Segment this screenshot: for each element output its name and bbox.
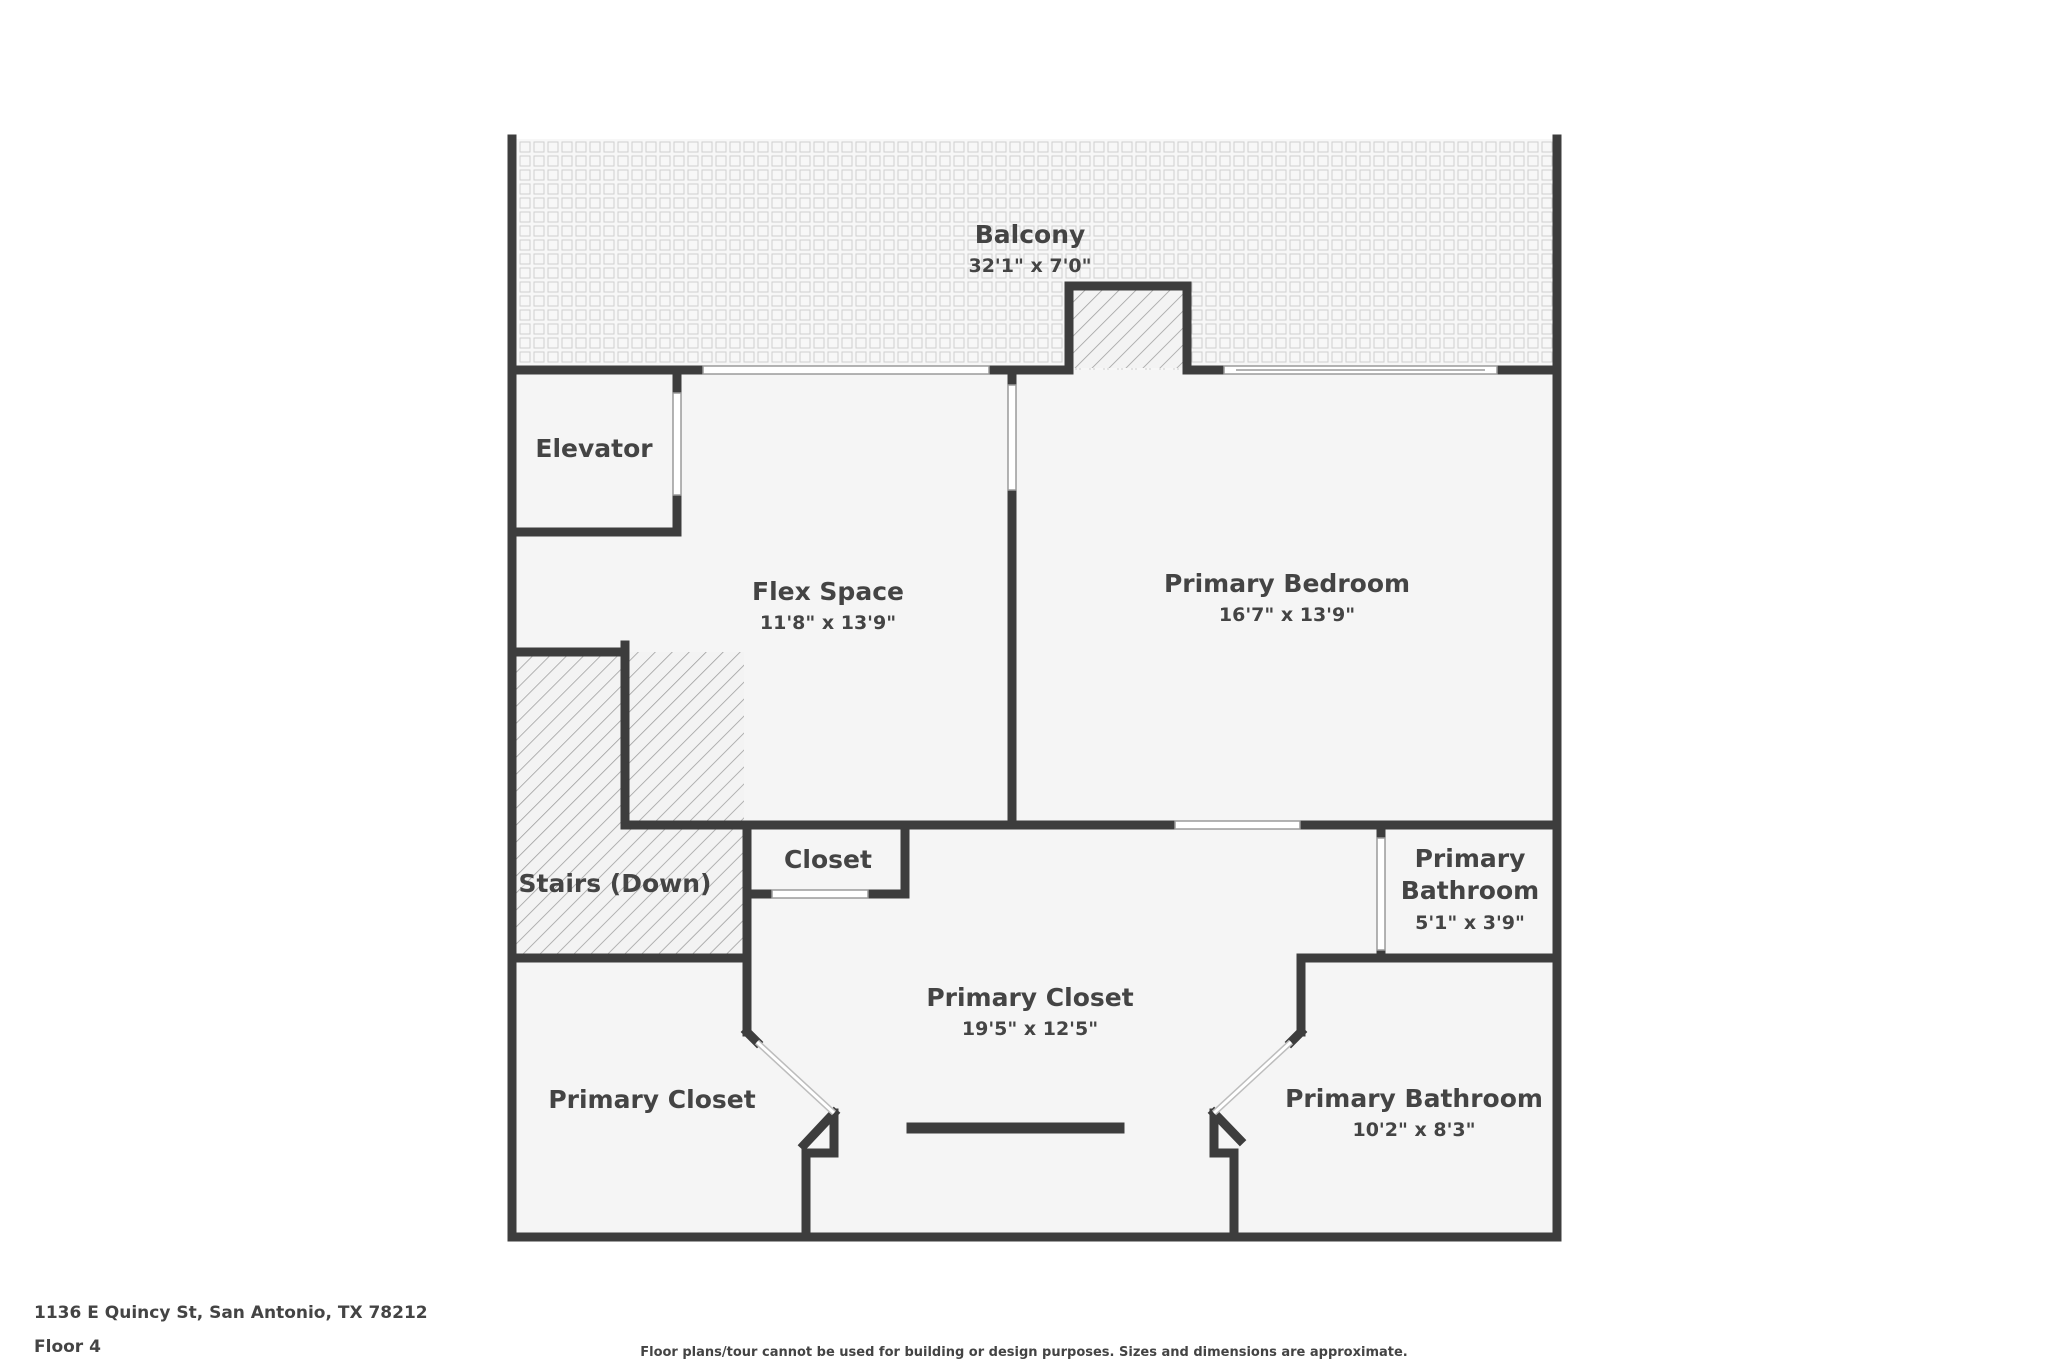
elevator-label: Elevator <box>535 434 653 463</box>
openings <box>672 365 1498 1116</box>
floor-label: Floor 4 <box>34 1337 101 1357</box>
disclaimer: Floor plans/tour cannot be used for buil… <box>640 1345 1408 1360</box>
balcony-label: Balcony <box>975 220 1086 249</box>
primary-closet-left-label: Primary Closet <box>548 1085 755 1114</box>
chimney-block <box>1069 286 1187 368</box>
balcony-dims: 32'1" x 7'0" <box>968 255 1091 277</box>
bedroom-closet-door <box>1174 820 1301 830</box>
primary-bathroom-large-dims: 10'2" x 8'3" <box>1352 1119 1475 1141</box>
balcony-window-left <box>702 365 990 375</box>
primary-bathroom-small-dims: 5'1" x 3'9" <box>1415 912 1525 934</box>
closet-label: Closet <box>784 845 872 874</box>
primary-bedroom-dims: 16'7" x 13'9" <box>1219 604 1355 626</box>
primary-closet-center-dims: 19'5" x 12'5" <box>962 1018 1098 1040</box>
property-address: 1136 E Quincy St, San Antonio, TX 78212 <box>34 1303 428 1323</box>
flex-space-dims: 11'8" x 13'9" <box>760 612 896 634</box>
walls <box>507 134 1562 1242</box>
primary-closet-center-label: Primary Closet <box>926 983 1133 1012</box>
primary-bedroom-label: Primary Bedroom <box>1164 569 1410 598</box>
bedroom-door <box>1007 384 1017 491</box>
elevator-door <box>672 392 682 496</box>
closet-door <box>771 889 869 899</box>
stairs-label: Stairs (Down) <box>519 869 712 898</box>
primary-bathroom-large-label: Primary Bathroom <box>1285 1084 1543 1113</box>
primary-bathroom-small-label-1: Primary <box>1415 844 1526 873</box>
flex-space-label: Flex Space <box>752 577 904 606</box>
balcony-floor <box>512 139 1557 370</box>
primary-bathroom-small-label-2: Bathroom <box>1401 876 1539 905</box>
bath-door <box>1376 837 1386 951</box>
